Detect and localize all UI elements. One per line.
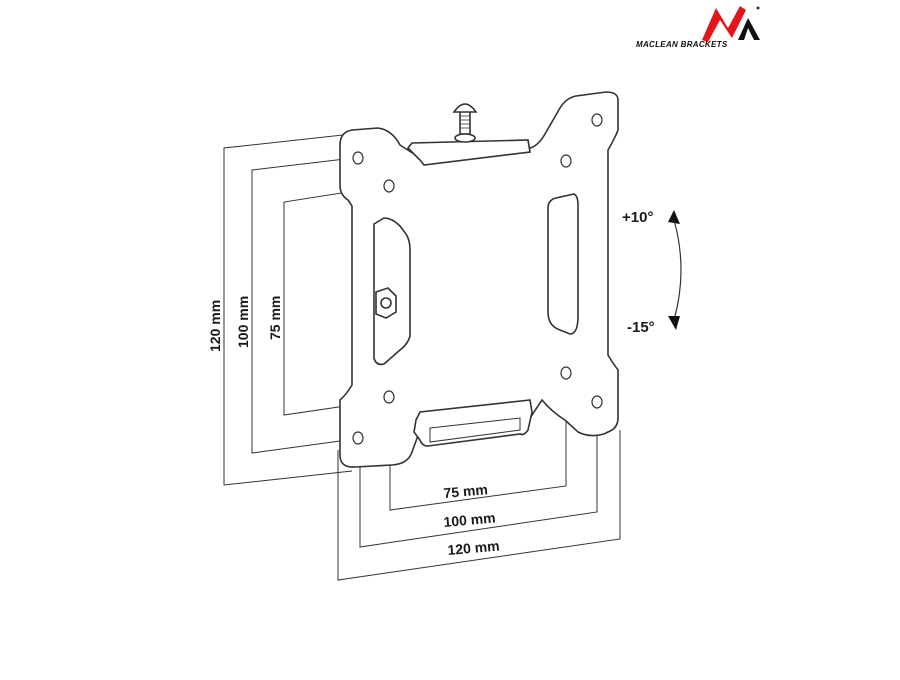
mounting-holes xyxy=(352,113,603,445)
horizontal-dim-75-label: 75 mm xyxy=(443,481,489,501)
dimension-lines-vertical xyxy=(223,133,387,486)
maclean-logo-icon xyxy=(702,6,760,42)
horizontal-dim-100-label: 100 mm xyxy=(443,510,496,530)
vertical-dim-120-label: 120 mm xyxy=(207,300,223,352)
horizontal-dim-120-label: 120 mm xyxy=(447,538,500,558)
bracket-plate xyxy=(339,91,619,468)
tilt-up-label: +10° xyxy=(622,209,653,226)
brand-name: MACLEAN BRACKETS xyxy=(636,40,728,49)
tilt-down-label: -15° xyxy=(627,319,655,336)
vertical-dim-75-label: 75 mm xyxy=(267,296,283,340)
vertical-dim-100-label: 100 mm xyxy=(235,296,251,348)
tilt-arc-arrow-icon xyxy=(668,210,682,330)
